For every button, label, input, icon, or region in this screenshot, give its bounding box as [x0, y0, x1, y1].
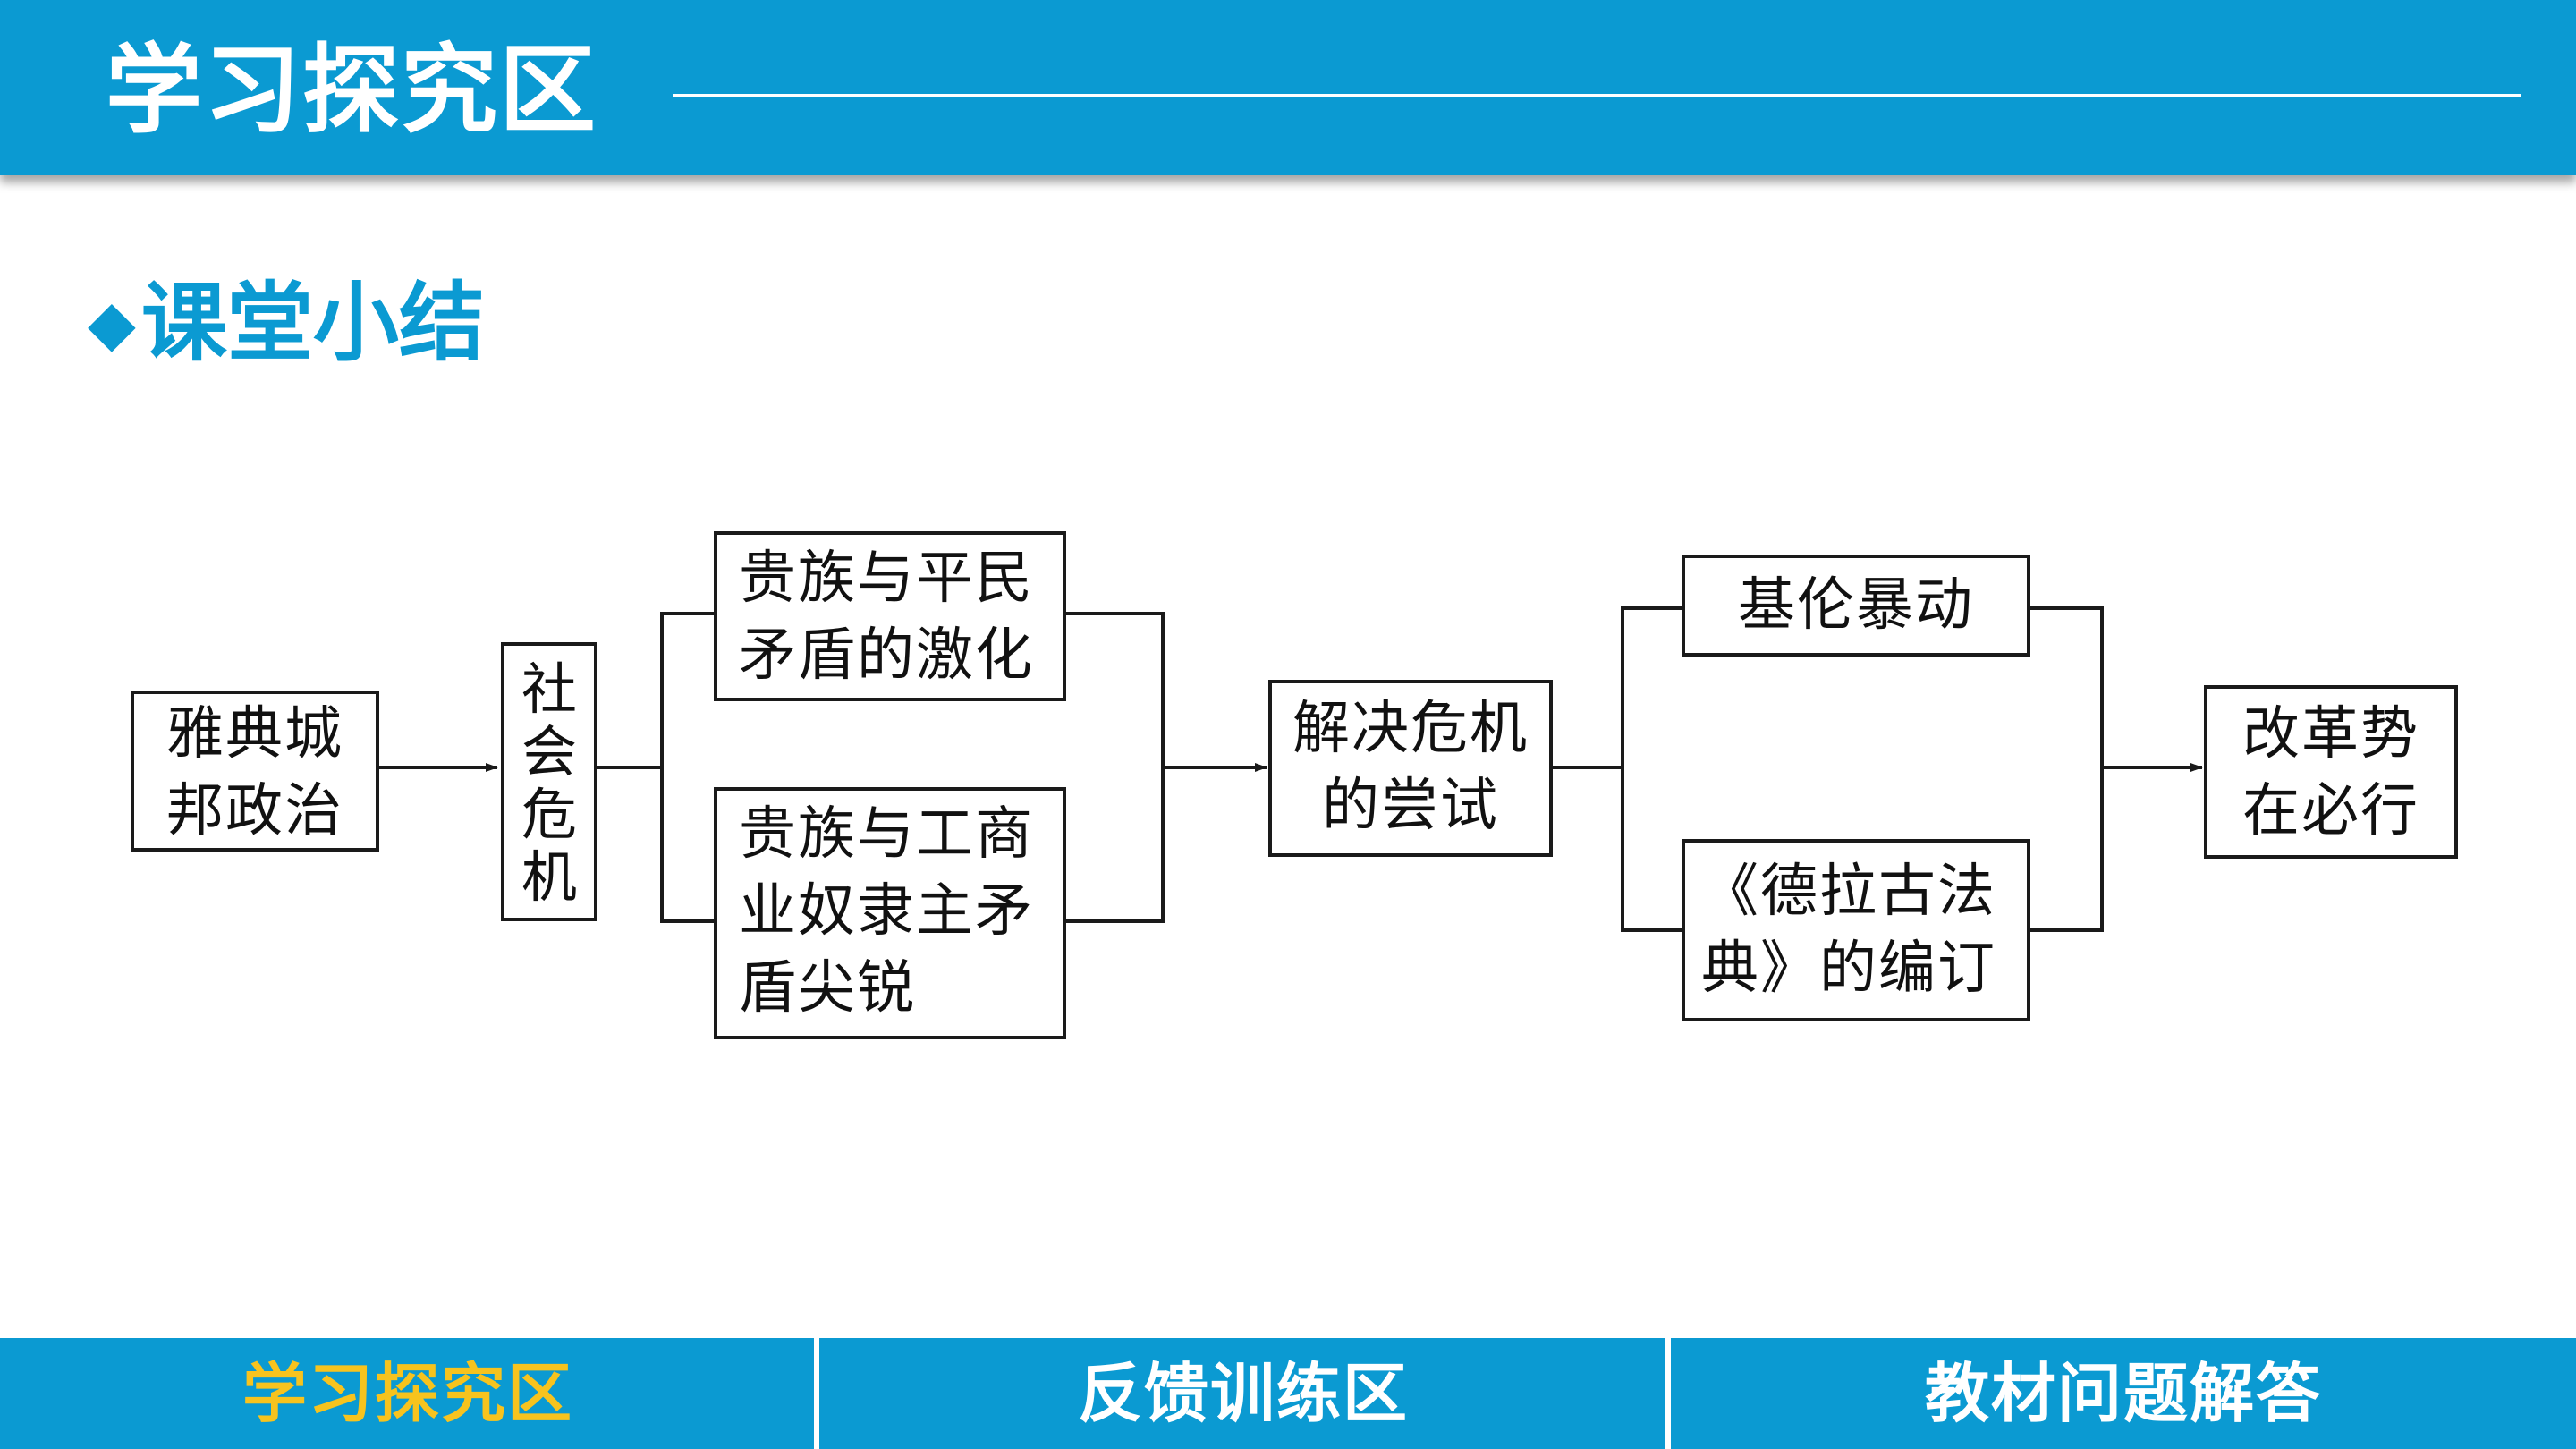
page-title: 学习探究区: [106, 35, 598, 147]
nav-tab-feedback-area[interactable]: 反馈训练区: [1077, 1356, 1409, 1431]
header-divider-line: [673, 94, 2521, 97]
footer-nav-bar: 学习探究区 反馈训练区 教材问题解答: [0, 1338, 2576, 1449]
diamond-bullet-icon: ◆: [88, 286, 136, 360]
node-social-crisis: 社 会 危 机: [501, 642, 597, 921]
branch-left-bracket: [660, 612, 714, 923]
section-heading: ◆ 课堂小结: [88, 274, 485, 372]
section-heading-text: 课堂小结: [140, 273, 485, 373]
node-nobles-merchants-conflict: 贵族与工商 业奴隶主矛 盾尖锐: [714, 787, 1066, 1039]
node-nobles-commoners-conflict: 贵族与平民 矛盾的激化: [714, 531, 1066, 701]
node-draco-code: 《德拉古法 典》的编订: [1682, 839, 2030, 1021]
nav-divider: [814, 1338, 819, 1449]
branch2-left-bracket: [1621, 606, 1682, 932]
node-cylon-revolt: 基伦暴动: [1682, 555, 2030, 657]
nav-tab-textbook-answers[interactable]: 教材问题解答: [1924, 1356, 2322, 1431]
node-reform-inevitable: 改革势 在必行: [2204, 685, 2458, 859]
node-athens-polis: 雅典城 邦政治: [131, 691, 379, 852]
nav-divider: [1665, 1338, 1671, 1449]
nav-tab-study-area[interactable]: 学习探究区: [242, 1356, 573, 1431]
branch-right-bracket: [1066, 612, 1165, 923]
node-resolution-attempt: 解决危机 的尝试: [1268, 680, 1553, 857]
header-bar: 学习探究区: [0, 0, 2576, 175]
flow-connectors: [378, 606, 2203, 932]
branch2-right-bracket: [2030, 606, 2104, 932]
